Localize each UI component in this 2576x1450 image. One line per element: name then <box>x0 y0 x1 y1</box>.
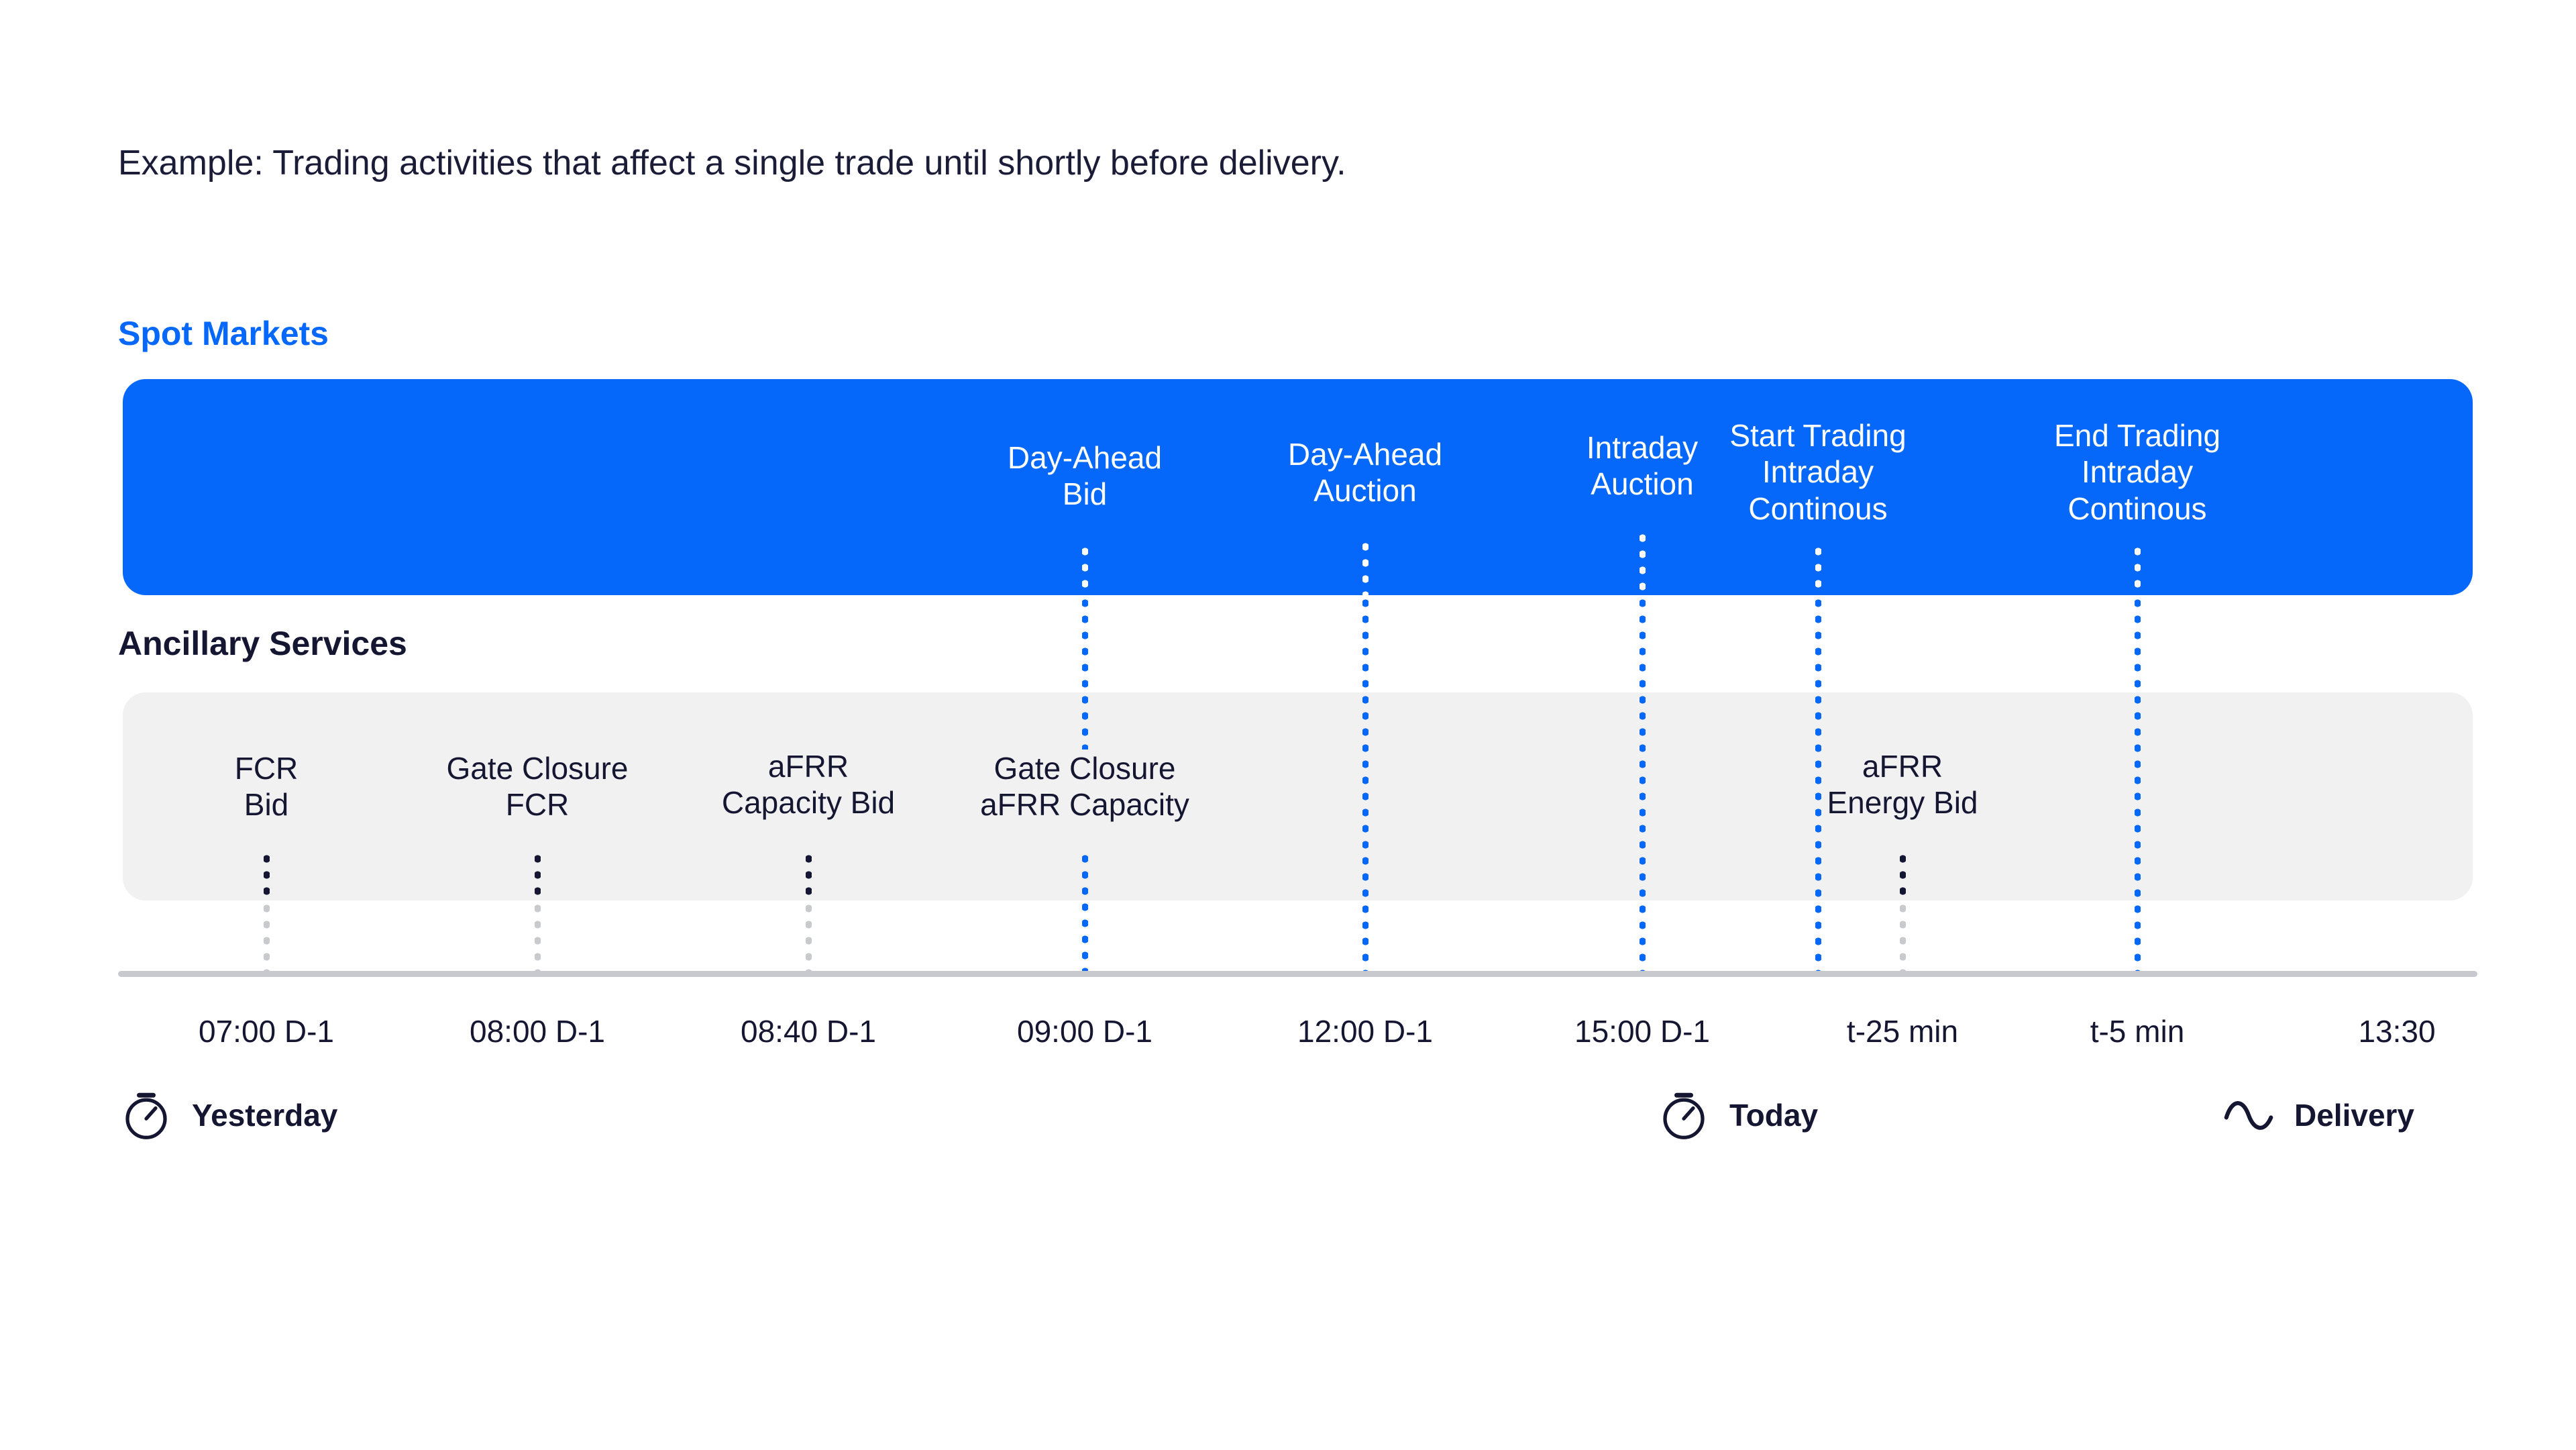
connector-dots-day-ahead-bid-in-band <box>1082 543 1088 595</box>
axis-tick-1330: 13:30 <box>2358 1014 2436 1049</box>
event-label-day-ahead-auction: Day-Ahead Auction <box>1287 437 1443 509</box>
event-label-start-trading-intraday-continous: Start Trading Intraday Continous <box>1729 418 1907 526</box>
connector-dots-day-ahead-bid-gap <box>1082 595 1088 749</box>
page-title: Example: Trading activities that affect … <box>118 144 1346 183</box>
event-label-afrr-capacity-bid: aFRR Capacity Bid <box>721 749 896 821</box>
spot-markets-band <box>123 379 2473 595</box>
section-heading-spot-markets: Spot Markets <box>118 315 329 352</box>
connector-dots-gate-closure-fcr-axis <box>535 900 541 972</box>
sine-wave-icon <box>2220 1087 2277 1143</box>
stopwatch-icon <box>118 1087 174 1143</box>
axis-tick-t-25-min: t-25 min <box>1846 1014 1959 1049</box>
connector-dots-start-trading-in-band <box>1815 543 1821 595</box>
event-label-intraday-auction: Intraday Auction <box>1586 430 1699 502</box>
legend-item-delivery: Delivery <box>2220 1087 2414 1143</box>
axis-tick-1500-d1: 15:00 D-1 <box>1574 1014 1711 1049</box>
axis-tick-0700-d1: 07:00 D-1 <box>198 1014 335 1049</box>
legend-label-yesterday: Yesterday <box>192 1098 338 1133</box>
event-label-day-ahead-bid: Day-Ahead Bid <box>1007 440 1163 512</box>
legend-label-delivery: Delivery <box>2294 1098 2415 1133</box>
connector-dots-fcr-bid-axis <box>264 900 270 972</box>
connector-dots-intraday-auction-in-band <box>1640 530 1646 595</box>
legend-label-today: Today <box>1729 1098 1819 1133</box>
event-label-end-trading-intraday-continous: End Trading Intraday Continous <box>2053 418 2221 526</box>
connector-dots-end-trading-in-band <box>2135 543 2141 595</box>
legend-item-yesterday: Yesterday <box>118 1087 337 1143</box>
connector-dots-end-trading-axis <box>2135 595 2141 972</box>
connector-dots-intraday-auction-axis <box>1640 595 1646 972</box>
connector-dots-afrr-energy-bid-axis <box>1900 900 1906 972</box>
legend-item-today: Today <box>1656 1087 1818 1143</box>
connector-dots-afrr-capacity-bid-band <box>806 851 812 900</box>
connector-dots-afrr-capacity-bid-axis <box>806 900 812 972</box>
axis-tick-0900-d1: 09:00 D-1 <box>1016 1014 1153 1049</box>
connector-dots-gate-closure-afrr-axis <box>1082 851 1088 972</box>
section-heading-ancillary-services: Ancillary Services <box>118 625 407 662</box>
event-label-gate-closure-fcr: Gate Closure FCR <box>446 751 629 823</box>
axis-tick-1200-d1: 12:00 D-1 <box>1297 1014 1434 1049</box>
connector-dots-start-trading-axis <box>1815 595 1821 972</box>
connector-dots-day-ahead-auction-in-band <box>1362 539 1368 595</box>
connector-dots-fcr-bid-band <box>264 851 270 900</box>
axis-tick-0840-d1: 08:40 D-1 <box>740 1014 877 1049</box>
connector-dots-gate-closure-fcr-band <box>535 851 541 900</box>
ancillary-services-band <box>123 692 2473 900</box>
event-label-fcr-bid: FCR Bid <box>234 751 299 823</box>
axis-tick-0800-d1: 08:00 D-1 <box>469 1014 606 1049</box>
timeline-axis <box>118 971 2477 977</box>
connector-dots-afrr-energy-bid-band <box>1900 851 1906 900</box>
connector-dots-day-ahead-auction-axis <box>1362 595 1368 972</box>
axis-tick-t-5-min: t-5 min <box>2090 1014 2185 1049</box>
event-label-gate-closure-afrr-capacity: Gate Closure aFRR Capacity <box>980 751 1189 823</box>
stopwatch-icon <box>1656 1087 1712 1143</box>
event-label-afrr-energy-bid: aFRR Energy Bid <box>1827 749 1978 821</box>
